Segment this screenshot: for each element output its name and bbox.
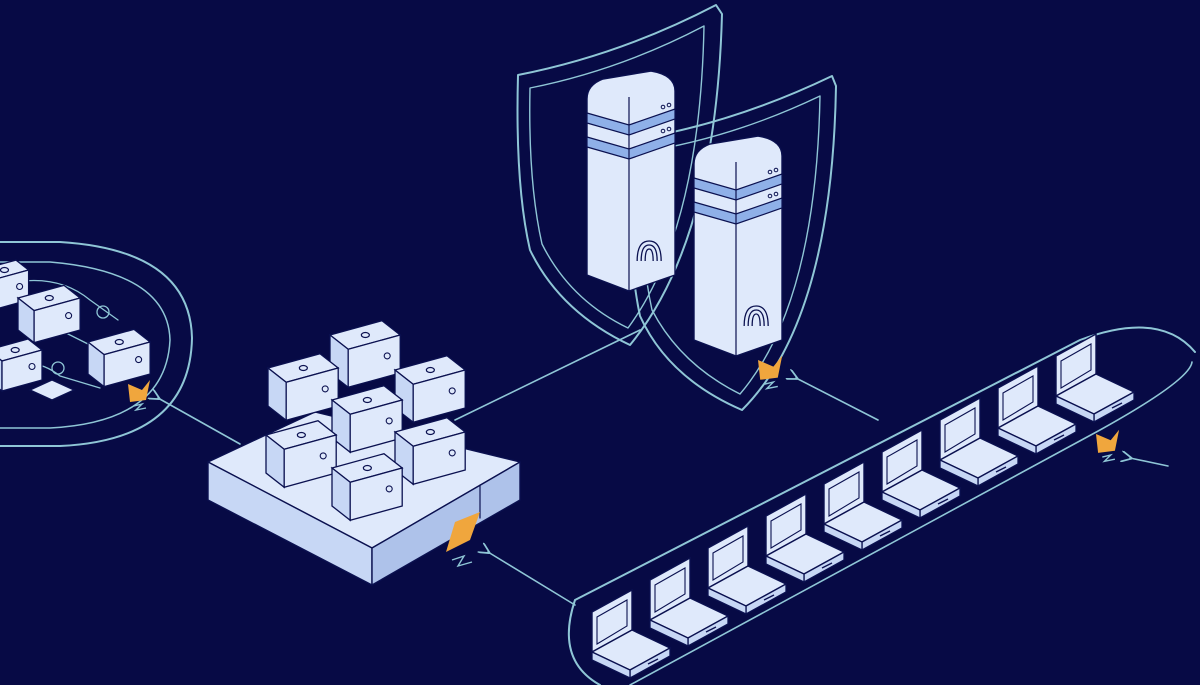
flag-icon xyxy=(758,355,783,390)
laptop-icon xyxy=(938,396,1020,488)
shield-icon xyxy=(516,4,723,346)
cube-icon xyxy=(16,284,82,344)
flag-icon xyxy=(128,380,150,412)
laptop-icon xyxy=(764,492,846,584)
laptop-icon xyxy=(880,428,962,520)
fingerprint-icon xyxy=(636,240,662,262)
laptop-list xyxy=(590,332,1136,680)
cube-icon xyxy=(266,352,340,422)
arrow-icon xyxy=(796,378,879,421)
cube-icon xyxy=(0,338,44,393)
alert-flags xyxy=(128,355,1120,568)
laptop-icon xyxy=(1054,332,1136,424)
server-icon xyxy=(693,135,783,357)
laptop-icon xyxy=(822,460,904,552)
arrow-icon xyxy=(158,398,241,445)
fingerprint-icon xyxy=(743,305,769,327)
flag-icon xyxy=(446,512,480,568)
connection-lines xyxy=(158,329,1169,606)
laptop-icon xyxy=(648,556,730,648)
cube-icon xyxy=(86,328,152,388)
cube-icon xyxy=(330,452,404,522)
chip-icon xyxy=(28,379,76,401)
cube-cluster xyxy=(0,259,467,522)
server-group xyxy=(586,70,783,357)
laptop-icon xyxy=(590,588,672,680)
cube-icon xyxy=(264,419,338,489)
server-icon xyxy=(586,70,676,292)
cube-icon xyxy=(393,416,467,486)
arrow-icon xyxy=(488,552,576,606)
cube-icon xyxy=(393,354,467,424)
cube-icon xyxy=(330,384,404,454)
cube-icon xyxy=(328,319,402,389)
flag-icon xyxy=(1096,429,1120,463)
arrow-icon xyxy=(1130,458,1169,467)
laptop-rail xyxy=(567,326,1196,685)
laptop-icon xyxy=(706,524,788,616)
laptop-icon xyxy=(996,364,1078,456)
